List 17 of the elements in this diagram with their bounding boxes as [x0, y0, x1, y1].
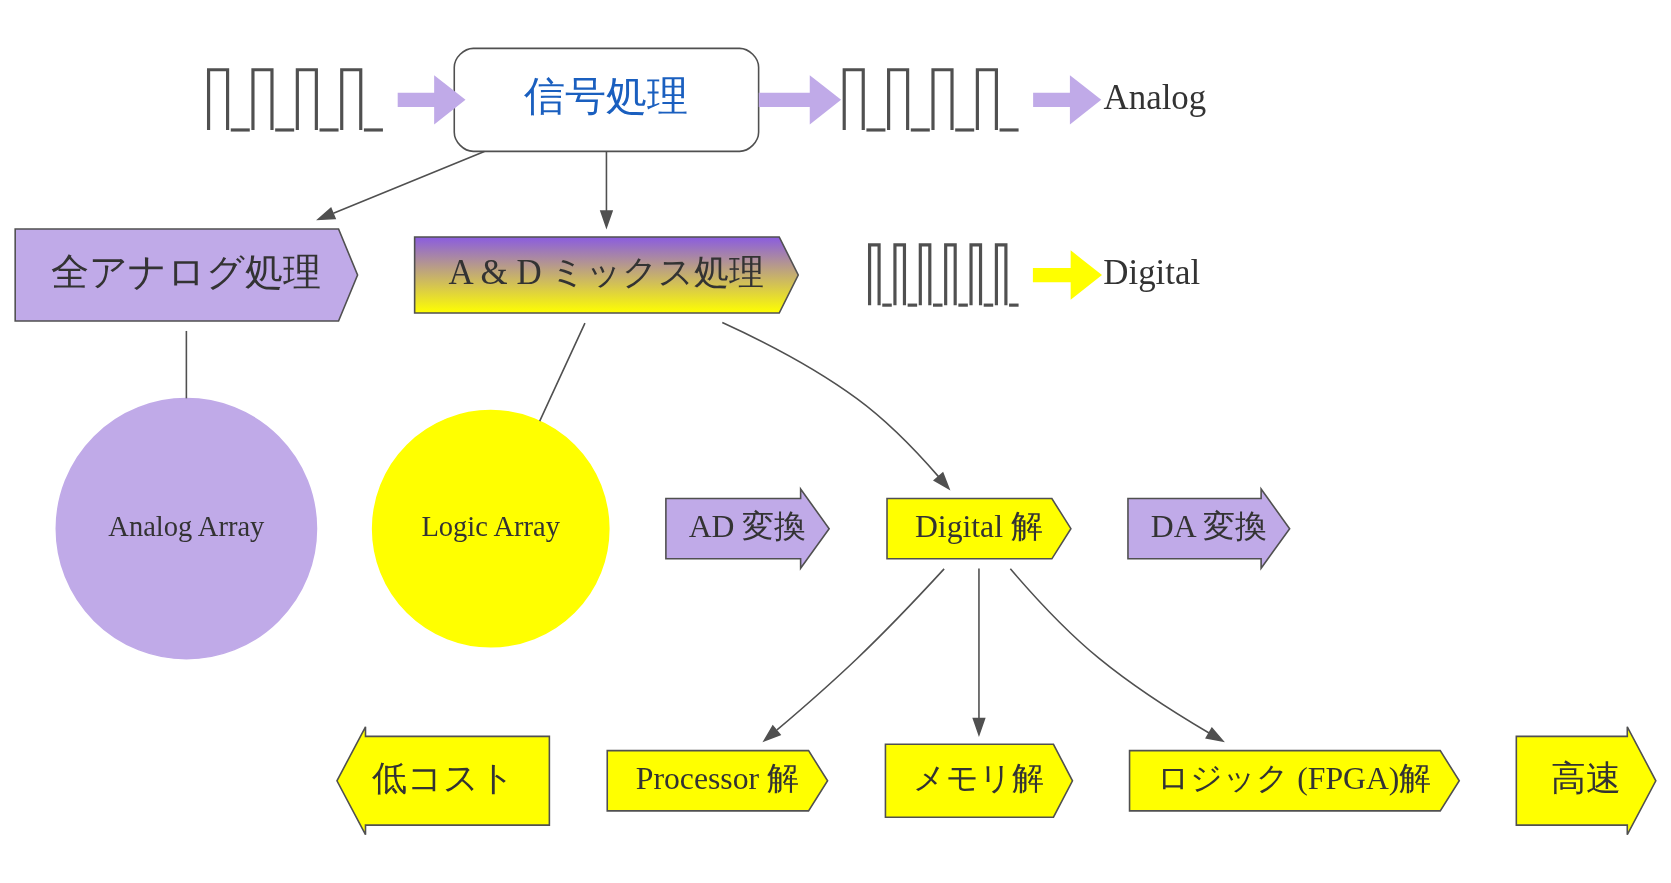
node-circle: Analog Array	[55, 397, 318, 660]
node-text: Analog	[1103, 77, 1207, 117]
node-circle: Logic Array	[371, 409, 610, 648]
connector	[538, 322, 586, 422]
arrow	[1009, 568, 1225, 743]
arrow	[721, 321, 951, 491]
arrow	[316, 150, 486, 221]
arrow	[762, 568, 945, 743]
arrow	[1033, 75, 1102, 125]
arrow	[397, 75, 466, 125]
arrow	[599, 150, 614, 230]
arrow	[972, 567, 986, 737]
node-text: Digital	[1103, 252, 1201, 292]
arrow	[1032, 250, 1102, 300]
arrow	[758, 75, 842, 125]
node-box: 信号処理	[453, 47, 760, 153]
connector	[185, 330, 188, 400]
